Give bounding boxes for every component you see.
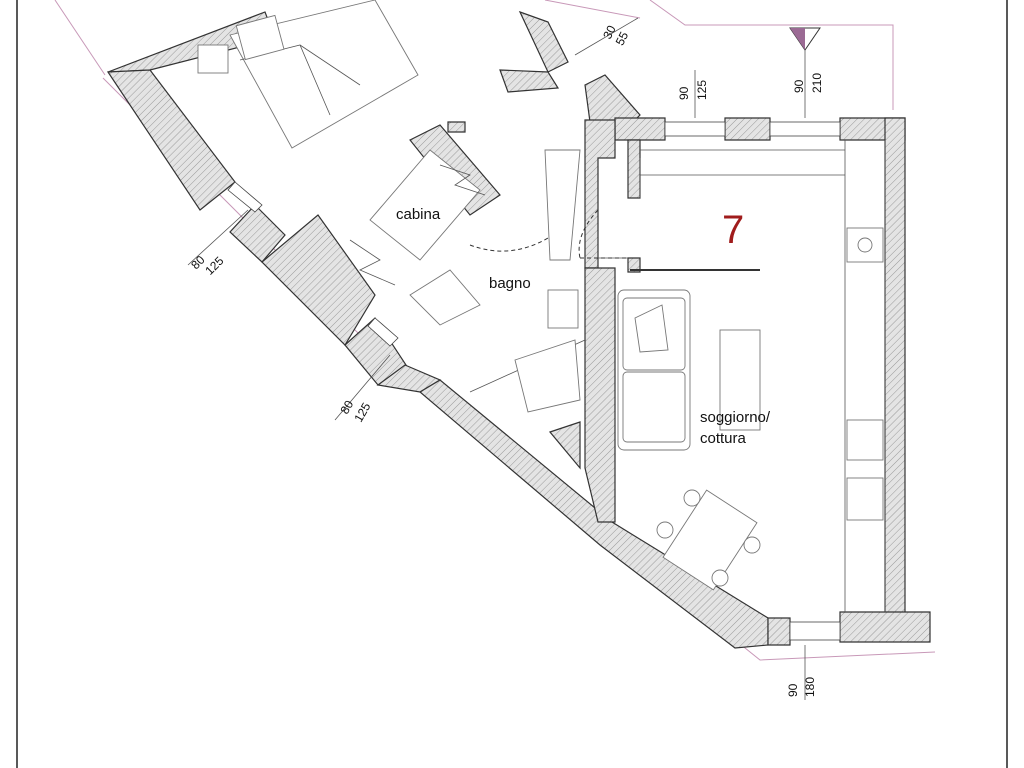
dimension-left-lower: 80 125 (337, 398, 373, 425)
dimension-left-lower-a: 80 (337, 398, 356, 417)
dimension-bottom-b: 180 (803, 677, 817, 697)
room-label-cabina: cabina (396, 206, 441, 223)
dimension-top-small: 30 55 (600, 23, 631, 48)
bed (197, 0, 419, 149)
dimension-top-right: 90 210 (792, 73, 824, 93)
dimension-top-mid: 90 125 (677, 80, 709, 100)
dimension-top-small-b: 55 (613, 29, 632, 48)
room-label-bagno: bagno (489, 275, 531, 292)
dimension-bottom: 90 180 (786, 677, 817, 697)
wall-right (767, 117, 931, 646)
interior-lines (469, 140, 886, 612)
property-outline (54, 0, 936, 661)
sofa (617, 289, 691, 451)
doors (469, 209, 628, 259)
room-label-soggiorno: soggiorno/ (700, 409, 771, 426)
dimension-bottom-a: 90 (786, 683, 800, 697)
dimension-left-upper-b: 125 (202, 253, 226, 277)
level-marker-fill (790, 28, 805, 50)
wall-top (499, 10, 906, 141)
dimension-top-small-a: 30 (600, 23, 619, 42)
dining-table (656, 489, 761, 591)
kitchen-counter (846, 227, 884, 521)
dimension-top-mid-a: 90 (677, 86, 691, 100)
room-label-cottura: cottura (700, 430, 747, 447)
dimension-left-upper: 80 125 (188, 253, 226, 278)
dimension-top-right-b: 210 (810, 73, 824, 93)
dimension-top-mid-b: 125 (695, 80, 709, 100)
closet-shelving (349, 149, 486, 286)
dimension-left-lower-b: 125 (351, 400, 373, 425)
windows (227, 121, 841, 641)
bathroom-fixtures (409, 149, 581, 413)
page-border (16, 0, 1008, 768)
coffee-table (719, 329, 761, 431)
unit-number: 7 (722, 208, 744, 252)
wall-upper-left (106, 11, 442, 393)
dimension-top-right-a: 90 (792, 79, 806, 93)
dimension-ticks (187, 17, 806, 700)
